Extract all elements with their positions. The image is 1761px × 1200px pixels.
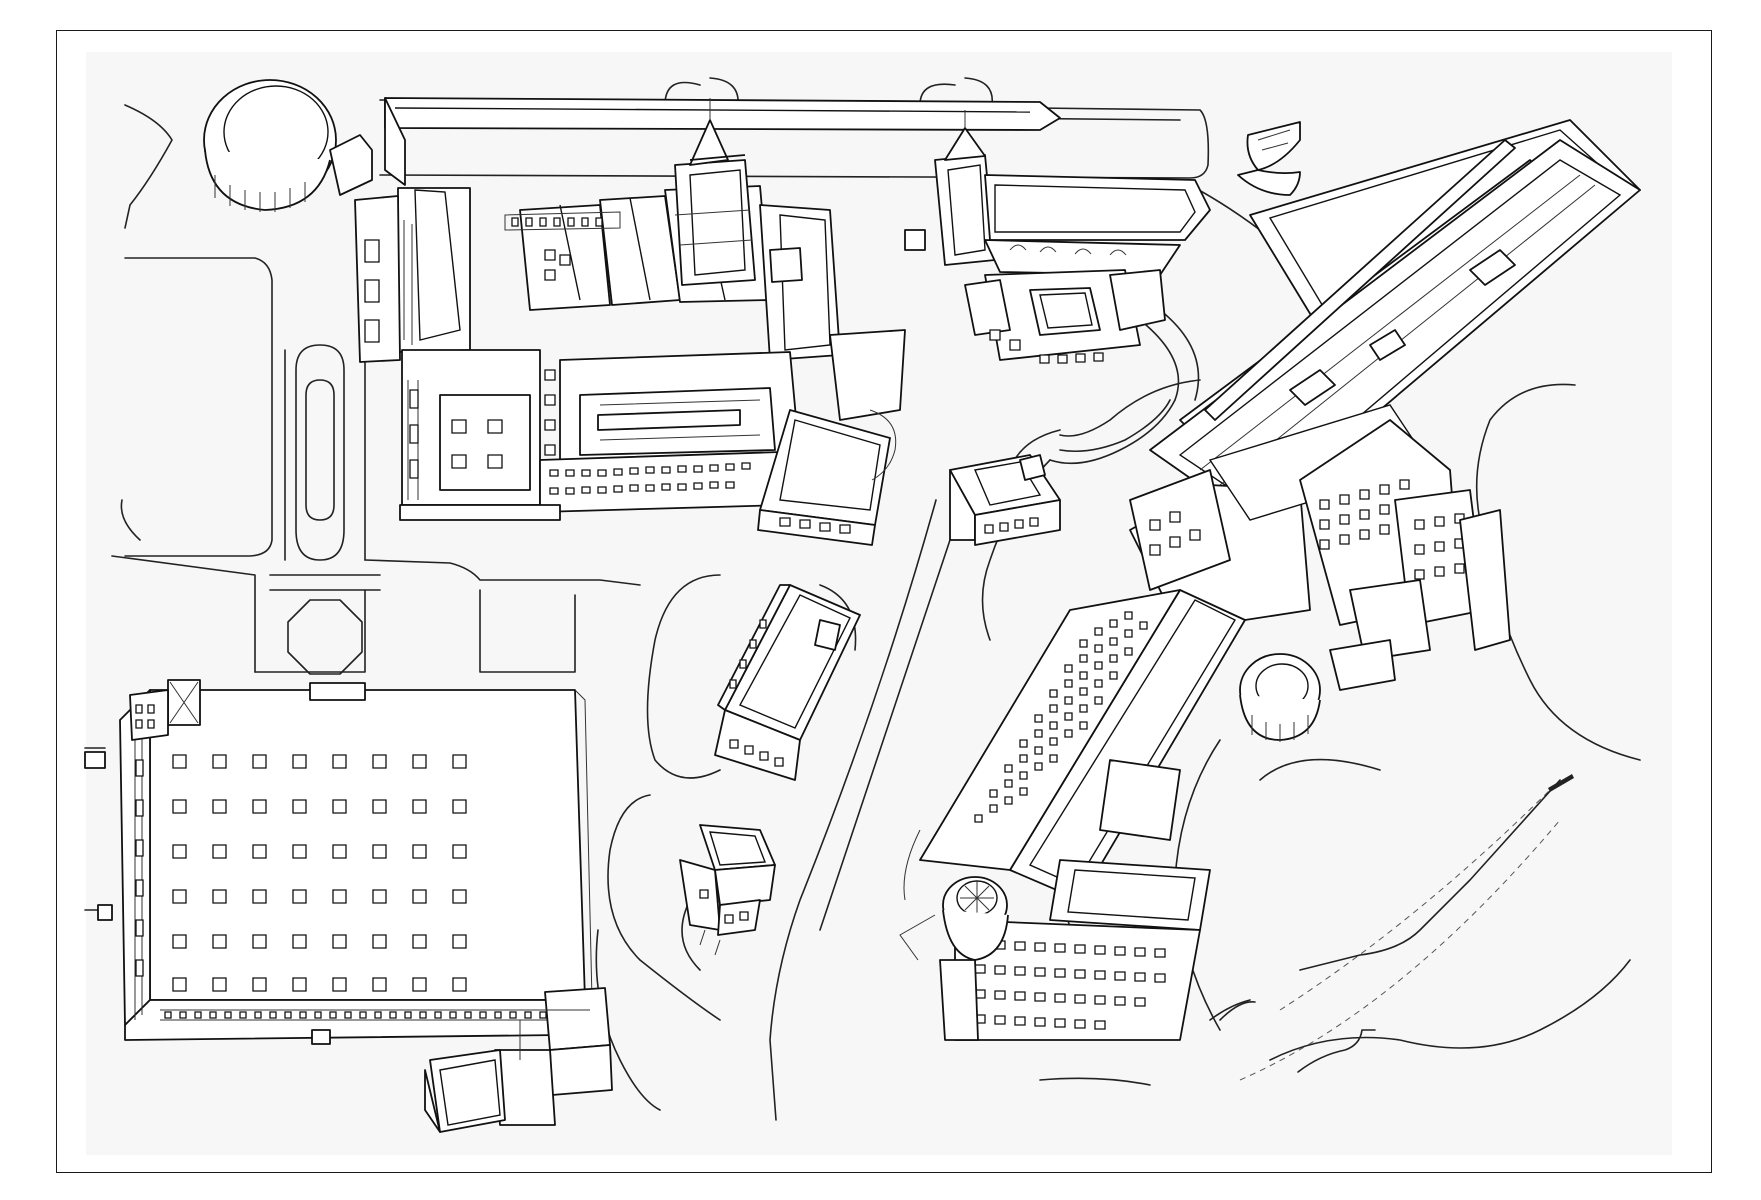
diagonal-tilted-building: [714, 584, 861, 781]
north-main-complex: [354, 97, 1061, 546]
diagonal-long-building: [1149, 119, 1641, 521]
misc-marks: [1209, 774, 1574, 1073]
roof-skylights: [172, 754, 467, 992]
southeast-long-block: [899, 589, 1246, 1041]
small-south-building: [679, 824, 776, 956]
amphitheatre: [1237, 121, 1301, 196]
south-roof-cluster: [424, 987, 613, 1133]
southwest-large-building: [84, 679, 593, 1045]
octagon-plaza: [287, 599, 363, 675]
small-mid-building: [949, 454, 1061, 546]
north-east-cluster: [964, 174, 1211, 364]
rotunda-building: [203, 79, 373, 212]
